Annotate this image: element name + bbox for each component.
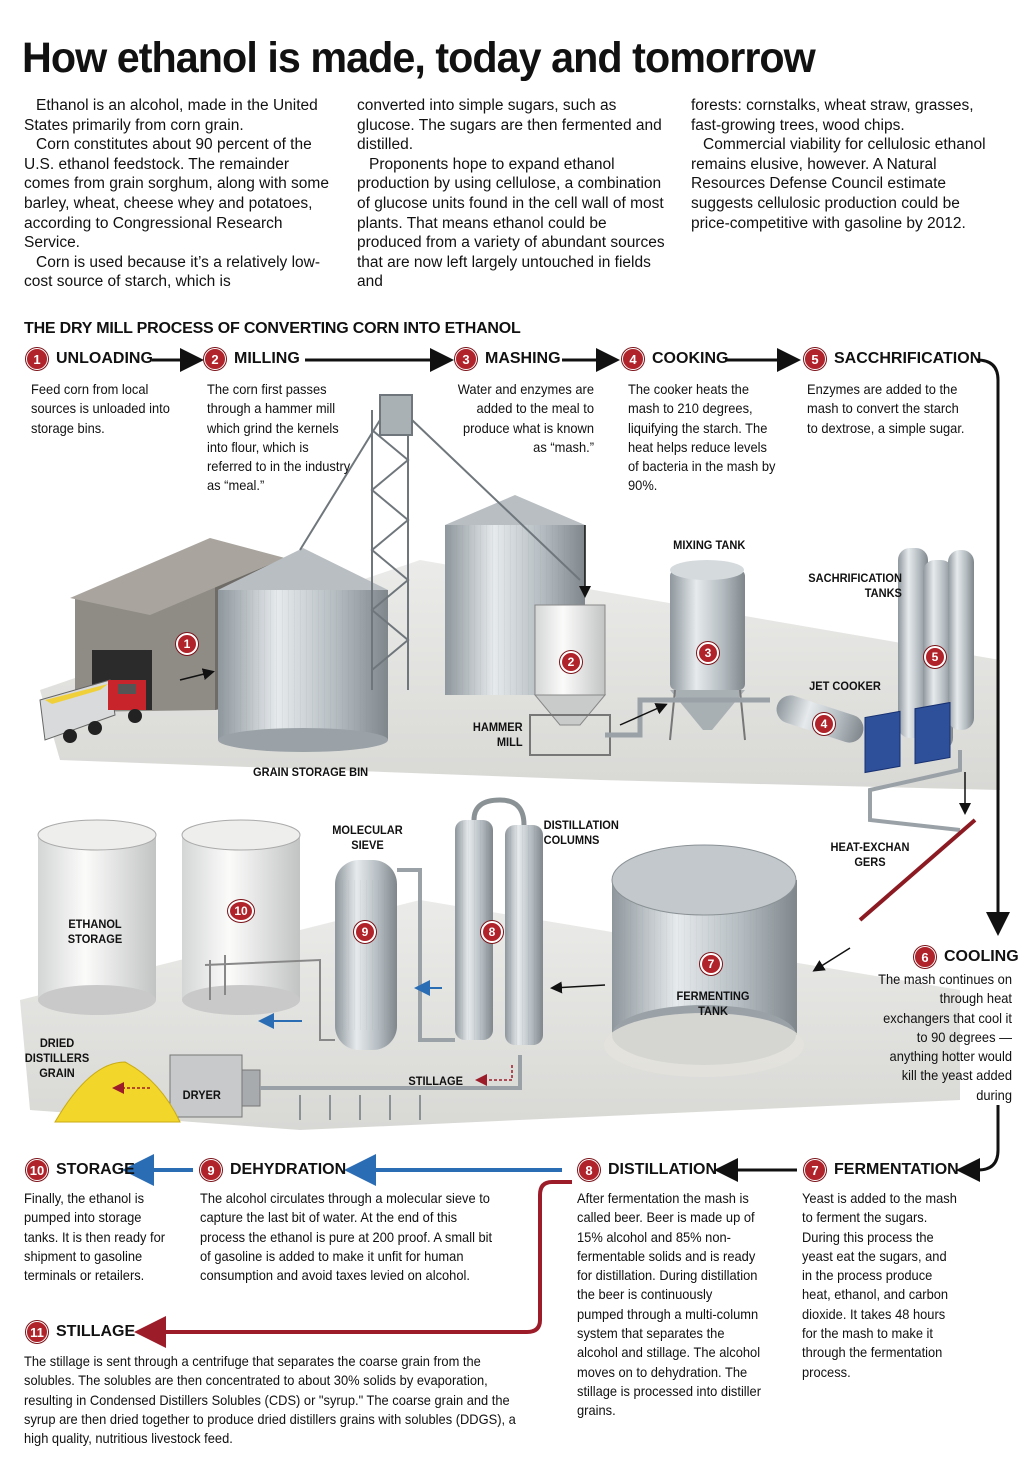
label-mixing-tank: MIXING TANK bbox=[673, 538, 746, 552]
step-2-description: The corn first passes through a hammer m… bbox=[207, 381, 351, 494]
step-number-badge: 5 bbox=[804, 348, 826, 370]
molecular-sieve bbox=[335, 860, 455, 1050]
step-title: COOLING bbox=[944, 948, 1019, 965]
step-title: DEHYDRATION bbox=[230, 1161, 347, 1178]
fermenting-tank bbox=[604, 844, 804, 1077]
step-9-heading: 9 DEHYDRATION bbox=[200, 1159, 346, 1181]
step-1-heading: 1 UNLOADING bbox=[26, 348, 153, 370]
scene-badge-10: 10 bbox=[228, 900, 254, 922]
step-number-badge: 11 bbox=[26, 1321, 48, 1343]
label-heat-exchangers: HEAT-EXCHAN GERS bbox=[830, 840, 910, 869]
step-2-heading: 2 MILLING bbox=[204, 348, 300, 370]
label-fermenting-tank: FERMENTING TANK bbox=[676, 989, 750, 1018]
label-dryer: DRYER bbox=[182, 1088, 221, 1102]
step-1-description: Feed corn from local sources is unloaded… bbox=[31, 381, 170, 436]
label-dried-distillers-grain: DRIED DISTILLERS GRAIN bbox=[24, 1036, 90, 1080]
dryer bbox=[169, 1054, 522, 1120]
step-number-badge: 6 bbox=[914, 946, 936, 968]
step-number-badge: 2 bbox=[204, 348, 226, 370]
scene-badge-1: 1 bbox=[176, 633, 198, 655]
label-molecular-sieve: MOLECULAR SIEVE bbox=[332, 823, 403, 852]
step-number-badge: 8 bbox=[578, 1159, 600, 1181]
intro-column-3: forests: cornstalks, wheat straw, grasse… bbox=[691, 96, 1001, 233]
intro-paragraph: Commercial viability for cellulosic etha… bbox=[691, 136, 986, 232]
label-grain-storage-bin: GRAIN STORAGE BIN bbox=[253, 765, 369, 779]
distillation-columns bbox=[455, 797, 543, 1045]
intro-paragraph: Proponents hope to expand ethanol produc… bbox=[357, 155, 665, 291]
step-10-heading: 10 STORAGE bbox=[26, 1159, 135, 1181]
step-title: UNLOADING bbox=[56, 350, 153, 367]
step-5-heading: 5 SACCHRIFICATION bbox=[804, 348, 981, 370]
grain-storage-bin bbox=[218, 548, 388, 752]
step-8-description: After fermentation the mash is called be… bbox=[577, 1190, 761, 1419]
step-title: MASHING bbox=[485, 350, 561, 367]
step-title: FERMENTATION bbox=[834, 1161, 959, 1178]
step-6-heading: 6 COOLING bbox=[914, 946, 1019, 968]
label-distillation-columns: DISTILLATION COLUMNS bbox=[543, 818, 619, 847]
dump-truck bbox=[39, 679, 146, 743]
elevator-tower bbox=[299, 394, 581, 690]
scene-badge-8: 8 bbox=[481, 921, 503, 943]
step-title: COOKING bbox=[652, 350, 729, 367]
heat-exchangers bbox=[858, 701, 977, 922]
step-4-description: The cooker heats the mash to 210 degrees… bbox=[628, 381, 776, 494]
step-5-description: Enzymes are added to the mash to convert… bbox=[807, 381, 965, 436]
step-7-description: Yeast is added to the mash to ferment th… bbox=[802, 1190, 957, 1380]
step-7-heading: 7 FERMENTATION bbox=[804, 1159, 959, 1181]
step-number-badge: 4 bbox=[622, 348, 644, 370]
label-sachrification-tanks: SACHRIFICATION TANKS bbox=[808, 571, 902, 600]
step-title: STILLAGE bbox=[56, 1323, 136, 1340]
step-arrow bbox=[976, 358, 1010, 936]
page-title: How ethanol is made, today and tomorrow bbox=[22, 34, 816, 82]
scene-badge-2: 2 bbox=[560, 651, 582, 673]
scene-badge-7: 7 bbox=[700, 953, 722, 975]
step-10-description: Finally, the ethanol is pumped into stor… bbox=[24, 1190, 166, 1284]
step-6-description: The mash continues on through heat excha… bbox=[878, 971, 1012, 1103]
step-3-description: Water and enzymes are added to the meal … bbox=[457, 381, 594, 455]
intro-column-2: converted into simple sugars, such as gl… bbox=[357, 96, 675, 292]
step-8-heading: 8 DISTILLATION bbox=[578, 1159, 717, 1181]
flow-arrow bbox=[179, 668, 215, 681]
step-4-heading: 4 COOKING bbox=[622, 348, 728, 370]
intro-paragraph: Corn is used because it’s a relatively l… bbox=[24, 253, 321, 291]
intro-paragraph: Corn constitutes about 90 percent of the… bbox=[24, 136, 329, 252]
scene-badge-5: 5 bbox=[924, 646, 946, 668]
scene-badge-9: 9 bbox=[354, 921, 376, 943]
label-stillage: STILLAGE bbox=[408, 1074, 463, 1088]
flow-arrow bbox=[812, 947, 851, 972]
step-number-badge: 3 bbox=[455, 348, 477, 370]
step-number-badge: 7 bbox=[804, 1159, 826, 1181]
scene-badge-4: 4 bbox=[813, 713, 835, 735]
intro-paragraph: forests: cornstalks, wheat straw, grasse… bbox=[691, 97, 974, 134]
step-number-badge: 10 bbox=[26, 1159, 48, 1181]
step-title: DISTILLATION bbox=[608, 1161, 718, 1178]
step-3-heading: 3 MASHING bbox=[455, 348, 561, 370]
section-title: THE DRY MILL PROCESS OF CONVERTING CORN … bbox=[24, 320, 521, 337]
scene-badge-3: 3 bbox=[697, 642, 719, 664]
step-arrow bbox=[134, 1180, 572, 1348]
step-title: SACCHRIFICATION bbox=[834, 350, 982, 367]
intro-column-1: Ethanol is an alcohol, made in the Unite… bbox=[24, 96, 336, 292]
flow-arrow bbox=[619, 703, 668, 726]
label-jet-cooker: JET COOKER bbox=[809, 679, 881, 693]
step-arrow bbox=[956, 1105, 1000, 1182]
step-number-badge: 1 bbox=[26, 348, 48, 370]
step-11-description: The stillage is sent through a centrifug… bbox=[24, 1353, 516, 1447]
step-9-description: The alcohol circulates through a molecul… bbox=[200, 1190, 493, 1284]
step-title: STORAGE bbox=[56, 1161, 135, 1178]
step-title: MILLING bbox=[234, 350, 300, 367]
label-ethanol-storage: ETHANOL STORAGE bbox=[67, 917, 123, 946]
hammer-mill bbox=[529, 604, 611, 756]
intro-paragraph: converted into simple sugars, such as gl… bbox=[357, 97, 662, 154]
step-number-badge: 9 bbox=[200, 1159, 222, 1181]
flow-arrow bbox=[475, 1065, 513, 1086]
step-11-heading: 11 STILLAGE bbox=[26, 1321, 135, 1343]
intro-paragraph: Ethanol is an alcohol, made in the Unite… bbox=[24, 97, 318, 134]
label-hammer-mill: HAMMER MILL bbox=[472, 720, 523, 749]
flow-arrow bbox=[550, 981, 606, 994]
